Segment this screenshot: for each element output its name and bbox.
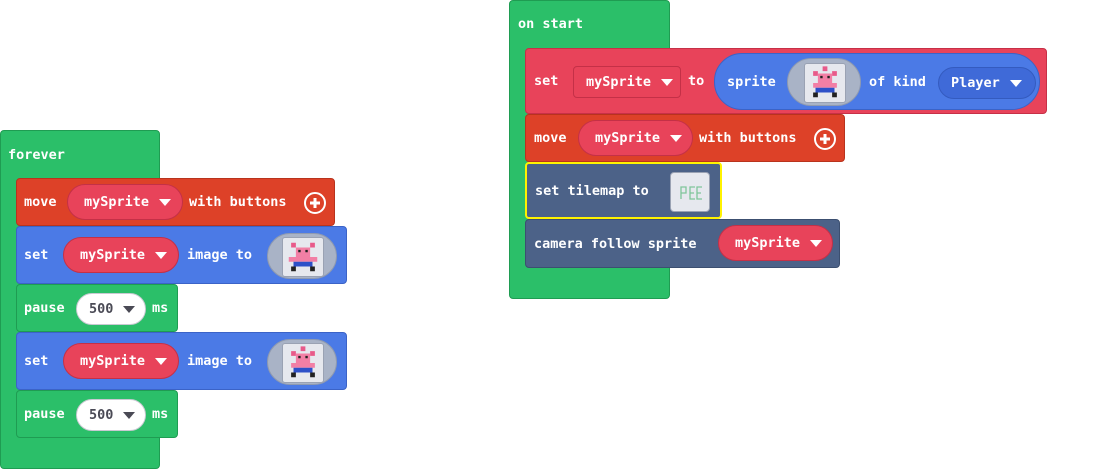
image-to-label: image to — [187, 247, 253, 263]
variable-name: mySprite — [595, 130, 661, 146]
expand-plus-icon[interactable] — [304, 192, 326, 214]
tilemap-picker[interactable] — [670, 172, 710, 212]
pause-duration-dropdown[interactable]: 500 — [76, 399, 146, 431]
variable-name: mySprite — [80, 247, 146, 263]
sprite-create-block[interactable]: sprite of kind Player — [714, 53, 1040, 110]
tilemap-preview-icon — [680, 186, 702, 200]
sprite-thumbnail-icon — [282, 237, 324, 277]
variable-name: mySprite — [586, 74, 652, 90]
chevron-down-icon — [155, 357, 168, 365]
pause-label: pause — [24, 406, 65, 422]
chevron-down-icon — [810, 239, 823, 247]
to-label: to — [688, 73, 705, 89]
sprite-kind-value: Player — [951, 75, 1000, 91]
chevron-down-icon — [670, 134, 683, 142]
chevron-down-icon — [661, 78, 674, 86]
chevron-down-icon — [123, 305, 136, 313]
camera-follow-block[interactable]: camera follow sprite mySprite — [525, 219, 840, 268]
move-with-buttons-block[interactable]: move mySprite with buttons — [16, 178, 335, 226]
move-label: move — [24, 194, 57, 210]
sprite-variable-dropdown[interactable]: mySprite — [718, 225, 833, 261]
camera-follow-label: camera follow sprite — [534, 236, 697, 252]
ms-label: ms — [152, 406, 169, 422]
sprite-thumbnail-icon — [282, 343, 324, 383]
chevron-down-icon — [155, 251, 168, 259]
expand-plus-icon[interactable] — [814, 128, 836, 150]
set-sprite-block[interactable]: set mySprite to sprite — [525, 48, 1047, 114]
sprite-variable-dropdown[interactable]: mySprite — [63, 237, 179, 273]
sprite-kind-dropdown[interactable]: Player — [938, 67, 1036, 99]
sprite-variable-dropdown[interactable]: mySprite — [578, 120, 693, 156]
with-buttons-label: with buttons — [189, 194, 287, 210]
set-image-block[interactable]: set mySprite image to — [16, 226, 347, 284]
chevron-down-icon — [159, 198, 172, 206]
chevron-down-icon — [123, 411, 136, 419]
set-image-block[interactable]: set mySprite image to — [16, 332, 347, 390]
forever-label: forever — [8, 147, 65, 163]
chevron-down-icon — [1009, 79, 1022, 87]
variable-name: mySprite — [735, 235, 801, 251]
image-picker[interactable] — [267, 339, 337, 385]
sprite-variable-dropdown[interactable]: mySprite — [573, 66, 681, 98]
set-tilemap-block[interactable]: set tilemap to — [525, 162, 722, 219]
ms-label: ms — [152, 300, 169, 316]
set-label: set — [534, 73, 559, 89]
of-kind-label: of kind — [869, 74, 926, 90]
set-tilemap-label: set tilemap to — [535, 183, 649, 199]
sprite-variable-dropdown[interactable]: mySprite — [67, 184, 183, 220]
set-label: set — [24, 247, 49, 263]
pause-duration-dropdown[interactable]: 500 — [76, 293, 146, 325]
sprite-variable-dropdown[interactable]: mySprite — [63, 343, 179, 379]
pause-duration-value: 500 — [89, 301, 114, 317]
image-to-label: image to — [187, 353, 253, 369]
move-label: move — [534, 130, 567, 146]
variable-name: mySprite — [80, 353, 146, 369]
with-buttons-label: with buttons — [699, 130, 797, 146]
pause-block[interactable]: pause 500 ms — [16, 390, 178, 438]
pause-duration-value: 500 — [89, 407, 114, 423]
pause-label: pause — [24, 300, 65, 316]
image-picker[interactable] — [267, 233, 337, 279]
sprite-label: sprite — [727, 74, 776, 90]
image-picker[interactable] — [787, 58, 861, 106]
pause-block[interactable]: pause 500 ms — [16, 284, 178, 332]
sprite-thumbnail-icon — [804, 63, 846, 103]
move-with-buttons-block[interactable]: move mySprite with buttons — [525, 114, 845, 162]
set-label: set — [24, 353, 49, 369]
variable-name: mySprite — [84, 194, 150, 210]
on-start-label: on start — [518, 16, 584, 32]
